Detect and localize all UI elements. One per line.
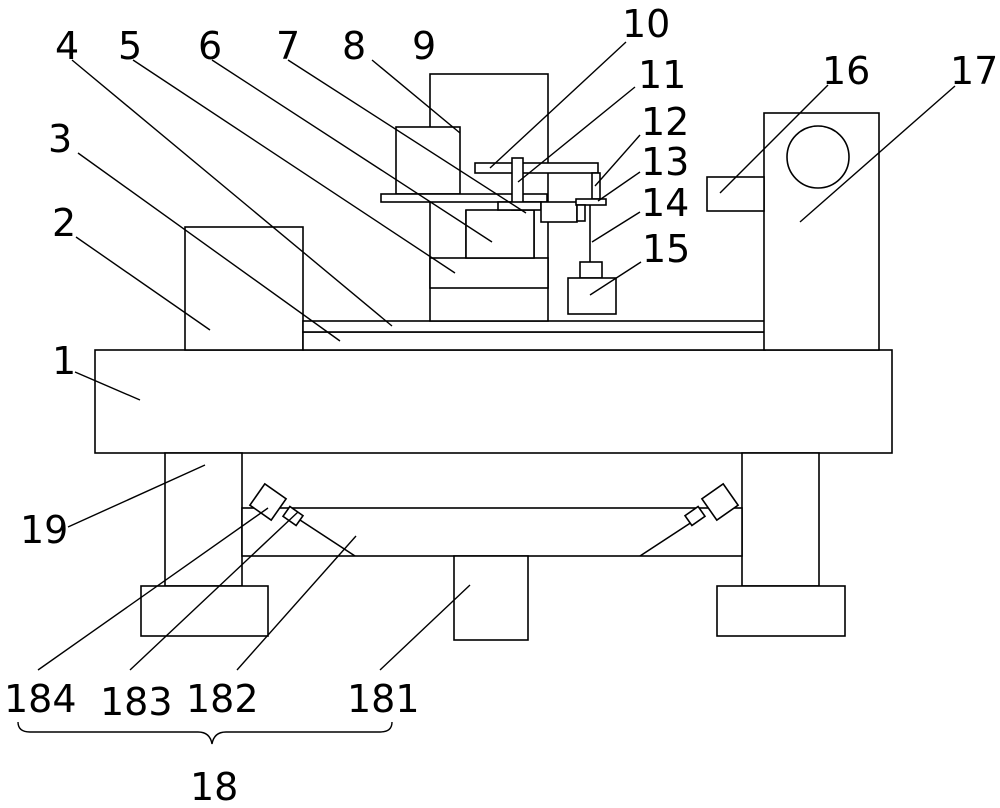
label-18: 18 xyxy=(190,765,238,808)
leader-4 xyxy=(71,59,393,327)
leader-16 xyxy=(719,84,829,194)
label-182: 182 xyxy=(186,677,259,721)
label-15: 15 xyxy=(642,227,690,271)
leader-3 xyxy=(77,152,341,342)
label-184: 184 xyxy=(4,677,77,721)
leader-5 xyxy=(132,59,456,274)
platform-plate xyxy=(380,193,548,203)
leader-19 xyxy=(67,464,206,528)
label-1: 1 xyxy=(52,339,76,383)
slide-block-5 xyxy=(429,257,549,289)
center-block-181 xyxy=(453,555,529,641)
group-brace-18 xyxy=(17,721,393,745)
leader-11 xyxy=(517,86,636,183)
spindle-block xyxy=(576,204,586,222)
left-diagonal xyxy=(299,519,356,557)
label-181: 181 xyxy=(347,677,420,721)
label-3: 3 xyxy=(48,117,72,161)
leader-6 xyxy=(211,59,493,243)
motor-box-8 xyxy=(395,126,461,195)
cross-beam-182 xyxy=(241,507,743,557)
right-leg xyxy=(741,452,820,587)
label-8: 8 xyxy=(342,24,366,68)
wheel xyxy=(786,125,850,189)
leader-7 xyxy=(287,59,527,214)
arm-block xyxy=(540,201,578,223)
label-5: 5 xyxy=(118,24,142,68)
leader-13 xyxy=(597,171,641,202)
label-10: 10 xyxy=(622,2,670,46)
leader-2 xyxy=(75,236,211,331)
leader-183 xyxy=(129,511,299,671)
base-table xyxy=(94,349,893,454)
leader-181 xyxy=(379,584,471,671)
guide-rail-lower xyxy=(302,331,766,351)
label-7: 7 xyxy=(276,24,300,68)
label-11: 11 xyxy=(638,53,686,97)
label-17: 17 xyxy=(950,49,998,93)
leader-10 xyxy=(489,41,627,169)
label-19: 19 xyxy=(20,508,68,552)
left-foot xyxy=(140,585,269,637)
right-foot xyxy=(716,585,846,637)
right-cylinder xyxy=(700,482,740,522)
leader-8 xyxy=(371,59,461,134)
leader-184 xyxy=(37,507,269,671)
leader-15 xyxy=(589,261,642,296)
label-13: 13 xyxy=(641,140,689,184)
leader-12 xyxy=(594,134,641,187)
label-14: 14 xyxy=(641,181,689,225)
label-9: 9 xyxy=(412,24,436,68)
left-leg-19 xyxy=(164,452,243,587)
guide-rail-upper xyxy=(302,320,766,333)
hanger-12 xyxy=(591,172,601,200)
block-6 xyxy=(465,209,535,259)
left-block xyxy=(184,226,304,351)
leader-182 xyxy=(236,535,357,671)
label-4: 4 xyxy=(55,24,79,68)
horizontal-arm-10 xyxy=(474,162,599,174)
label-2: 2 xyxy=(52,201,76,245)
leader-1 xyxy=(74,371,141,401)
right-diagonal xyxy=(639,519,696,557)
label-16: 16 xyxy=(822,49,870,93)
leader-17 xyxy=(799,85,956,223)
label-12: 12 xyxy=(641,100,689,144)
label-6: 6 xyxy=(198,24,222,68)
label-183: 183 xyxy=(100,680,173,724)
bracket-16 xyxy=(706,176,765,212)
tool-holder xyxy=(579,261,603,279)
spindle-clamp-13 xyxy=(575,198,607,206)
leader-14 xyxy=(591,211,641,243)
right-piston xyxy=(683,505,707,527)
